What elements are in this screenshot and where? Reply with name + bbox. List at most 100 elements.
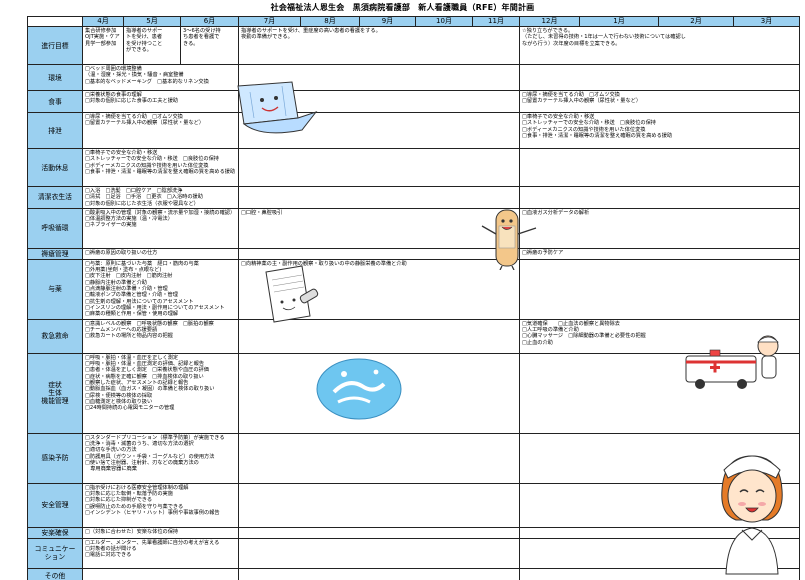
row-label: 救急救命 [27, 318, 83, 354]
plan-item: □気道確保 □止血法の観察と異物除去 [522, 320, 620, 327]
skill-row: 清潔衣生活□入浴 □洗髪 □口腔ケア □陰部洗浄□清拭 □足浴 □手浴 □更衣 … [27, 186, 800, 209]
plan-item: 夜勤の準備ができる。 [241, 34, 293, 41]
skill-row: 安楽確保□（対象に合わせた）安楽な体位の保持 [27, 526, 800, 539]
plan-item: □対象者の話が聞ける [85, 546, 137, 553]
plan-item: ができる。 [126, 46, 152, 53]
plan-item: □誤嚥防止のための手順を守り与薬できる [85, 503, 184, 510]
plan-item: □動脈血採血（血ガス・凝固）の準備と検体の取り扱い [85, 386, 215, 393]
mid-period-cell [238, 186, 520, 209]
plan-item: □ベッド周囲の環境整備 [85, 66, 142, 72]
plan-item: □（対象に合わせた）安楽な体位の保持 [85, 528, 179, 535]
plan-item: □留置カテーテル挿入中の観察（尿性状・量など） [522, 98, 642, 105]
early-period-cell: □（対象に合わせた）安楽な体位の保持 [82, 526, 239, 539]
plan-item: □人工呼吸の準備と介助 [522, 327, 579, 334]
early-period-cell: □ベッド周囲の環境整備（温・湿度・採光・換気・騒音・病室整備□基本的なベッドメー… [82, 64, 239, 91]
mid-period-cell [238, 482, 520, 528]
mid-period-cell [238, 64, 520, 91]
late-period-cell [519, 258, 800, 320]
month-header: 10月 [415, 16, 473, 27]
plan-item: □ボディーメカニクスの知識や技術を用いた体位変換 [85, 162, 209, 169]
skill-row: 症状 生体 機能管理□呼吸・脈拍・体温・血圧を正しく測定□呼吸・脈拍・体温・血圧… [27, 352, 800, 434]
skill-row: 呼吸循環□酸素吸入中の管理（対象の観察・流示量や加湿・接続の確認）□体温調整方法… [27, 207, 800, 249]
row-label: 感染予防 [27, 432, 83, 484]
row-label: 排泄 [27, 112, 83, 149]
plan-item: 見学一部参加 [85, 40, 117, 47]
early-period-cell: □栄養状態の食事の理解□対象の個別に応じた食事の工夫と援助 [82, 90, 239, 113]
goal-jun: 3～6名の受け持ち患者を看護できる。 [180, 26, 239, 65]
month-header: 5月 [123, 16, 181, 27]
skill-row: 与薬□与薬：原則に基づいた与薬 経口・筋肉の与薬□外用薬(坐剤・塗布・点眼など)… [27, 258, 800, 320]
goal-late: ☆独り立ちができる。（ただし、未習得の技術・1年は一人で行わない技術については確… [519, 26, 800, 65]
skill-row: 食事□栄養状態の食事の理解□対象の個別に応じた食事の工夫と援助□導尿・摘便を当て… [27, 90, 800, 113]
plan-item: 集合研修参加 [85, 28, 117, 34]
plan-item: ☆独り立ちができる。 [522, 28, 574, 34]
plan-item: □ネブライザーの実施 [85, 222, 137, 229]
plan-item: □点滴静脈注射の準備・介助・管理 [85, 286, 168, 293]
month-header: 3月 [733, 16, 800, 27]
row-label: 環境 [27, 64, 83, 91]
early-period-cell: □酸素吸入中の管理（対象の観察・流示量や加湿・接続の確認）□体温調整方法の実施（… [82, 207, 239, 249]
plan-item: 3～6名の受け持 [183, 28, 221, 34]
late-period-cell [519, 186, 800, 209]
skill-row: 環境□ベッド周囲の環境整備（温・湿度・採光・換気・騒音・病室整備□基本的なベッド… [27, 64, 800, 91]
skill-row: 排泄□導尿・摘便を当てる介助 □オムツ交換□留置カテーテル挿入中の観察（尿性状・… [27, 112, 800, 149]
plan-item: OJT実施・ケア [85, 34, 120, 41]
month-header: 9月 [359, 16, 416, 27]
plan-item: □留置カテーテル挿入中の観察（尿性状・量など） [85, 120, 205, 127]
plan-item: □車椅子での安全な介助・移送 [85, 150, 158, 156]
plan-item: □ストレッチャーでの安全な介助・移送 □良肢位の保持 [85, 156, 219, 163]
late-period-cell [519, 537, 800, 569]
plan-item: □患者・体温を正しく測定 □栄養状態や血圧の評価 [85, 367, 209, 374]
plan-item: ながら行う）次年度の目標を立案できる。 [522, 40, 621, 47]
skill-row: コミュニケー ション□エルダー、メンター、先輩看護師に自分の考えが言える□対象者… [27, 537, 800, 569]
plan-item: □インシデント（ヒヤリ・ハット）事例や事故事例の報告 [85, 510, 220, 517]
plan-item: □車椅子での安全な介助・移送 [522, 114, 595, 120]
plan-item: □口腔・鼻腔吸引 [241, 209, 283, 216]
early-period-cell: □導尿・摘便を当てる介助 □オムツ交換□留置カテーテル挿入中の観察（尿性状・量な… [82, 112, 239, 149]
row-label: 与薬 [27, 258, 83, 320]
plan-item: □チームメンバーへの応援要請 [85, 327, 158, 334]
plan-item: □インスリンの理解・用法・副作用についてのアセスメント [85, 304, 225, 311]
mid-period-cell [238, 148, 520, 187]
plan-item: □入浴 □洗髪 □口腔ケア □陰部洗浄 [85, 188, 183, 194]
plan-item: □褥瘡の原因の取り扱いの仕方 [85, 249, 158, 256]
plan-item: □観察した症状、アセスメントの記録と報告 [85, 380, 189, 387]
early-period-cell: □入浴 □洗髪 □口腔ケア □陰部洗浄□清拭 □足浴 □手浴 □更衣 □入浴時の… [82, 186, 239, 209]
plan-item: □血液ガス分析データの解析 [522, 209, 590, 216]
plan-item: □防護用具（ガウン・手袋・ゴーグルなど）の使用方法 [85, 453, 215, 460]
plan-item: □対象に応じた転倒・転落予防の実施 [85, 491, 173, 498]
plan-item: （ただし、未習得の技術・1年は一人で行わない技術については確認し [522, 34, 686, 41]
late-period-cell: □気道確保 □止血法の観察と異物除去□人工呼吸の準備と介助□心臓マッサージ □除… [519, 318, 800, 354]
month-header: 2月 [658, 16, 734, 27]
mid-period-cell [238, 567, 520, 580]
late-period-cell [519, 526, 800, 539]
plan-item: □尿検・便検等の検体の採取 [85, 392, 153, 399]
plan-item: □使い捨て注射器、注射針、刃などの廃棄方法の [85, 460, 199, 467]
late-period-cell [519, 482, 800, 528]
mid-period-cell [238, 537, 520, 569]
plan-item: □指示受けにおける医療安全管理体制の理解 [85, 484, 189, 491]
month-header: 4月 [82, 16, 124, 27]
skill-row: その他 [27, 567, 800, 580]
plan-item: □導尿・摘便を当てる介助 □オムツ交換 [85, 114, 183, 120]
mid-period-cell: □向精神薬の主・副作用の観察・取り扱いの中の静脈栄養の準備と介助 [238, 258, 520, 320]
plan-item: □対象の個別に応じた食事の工夫と援助 [85, 98, 179, 105]
goal-mid: 指導者のサポートを受け、重症度の高い患者の看護をする。夜勤の準備ができる。 [238, 26, 520, 65]
goal-may: 指導者のサポートを受け、患者を受け持つことができる。 [123, 26, 181, 65]
plan-item: □ストレッチャーでの安全な介助・移送 □良肢位の保持 [522, 120, 656, 127]
plan-item: ち患者を看護で [183, 34, 220, 41]
header-corner [27, 16, 83, 27]
mid-period-cell [238, 352, 520, 434]
plan-item: □外用薬(坐剤・塗布・点眼など) [85, 267, 162, 274]
mid-period-cell [238, 90, 520, 113]
plan-item: □抗生剤の理解・用法についてのアセスメント [85, 298, 194, 305]
month-header: 1月 [579, 16, 659, 27]
page-title: 社会福祉法人恩生会 黒須病院看護部 新人看護職員（RFE）年間計画 [270, 3, 535, 12]
late-period-cell [519, 432, 800, 484]
plan-item: □電話に対応できる [85, 552, 132, 559]
plan-item: □洗浄・消毒・滅菌のうち、適切な方法の選択 [85, 441, 194, 448]
plan-item: 指導者のサポートを受け、重症度の高い患者の看護をする。 [241, 28, 381, 34]
plan-item: □麻薬の種類と作用・保管・使用の理解 [85, 311, 179, 318]
plan-item: □食事・排泄・清潔・睡眠等の清潔を整え確眠の質を高める援助 [85, 168, 236, 175]
